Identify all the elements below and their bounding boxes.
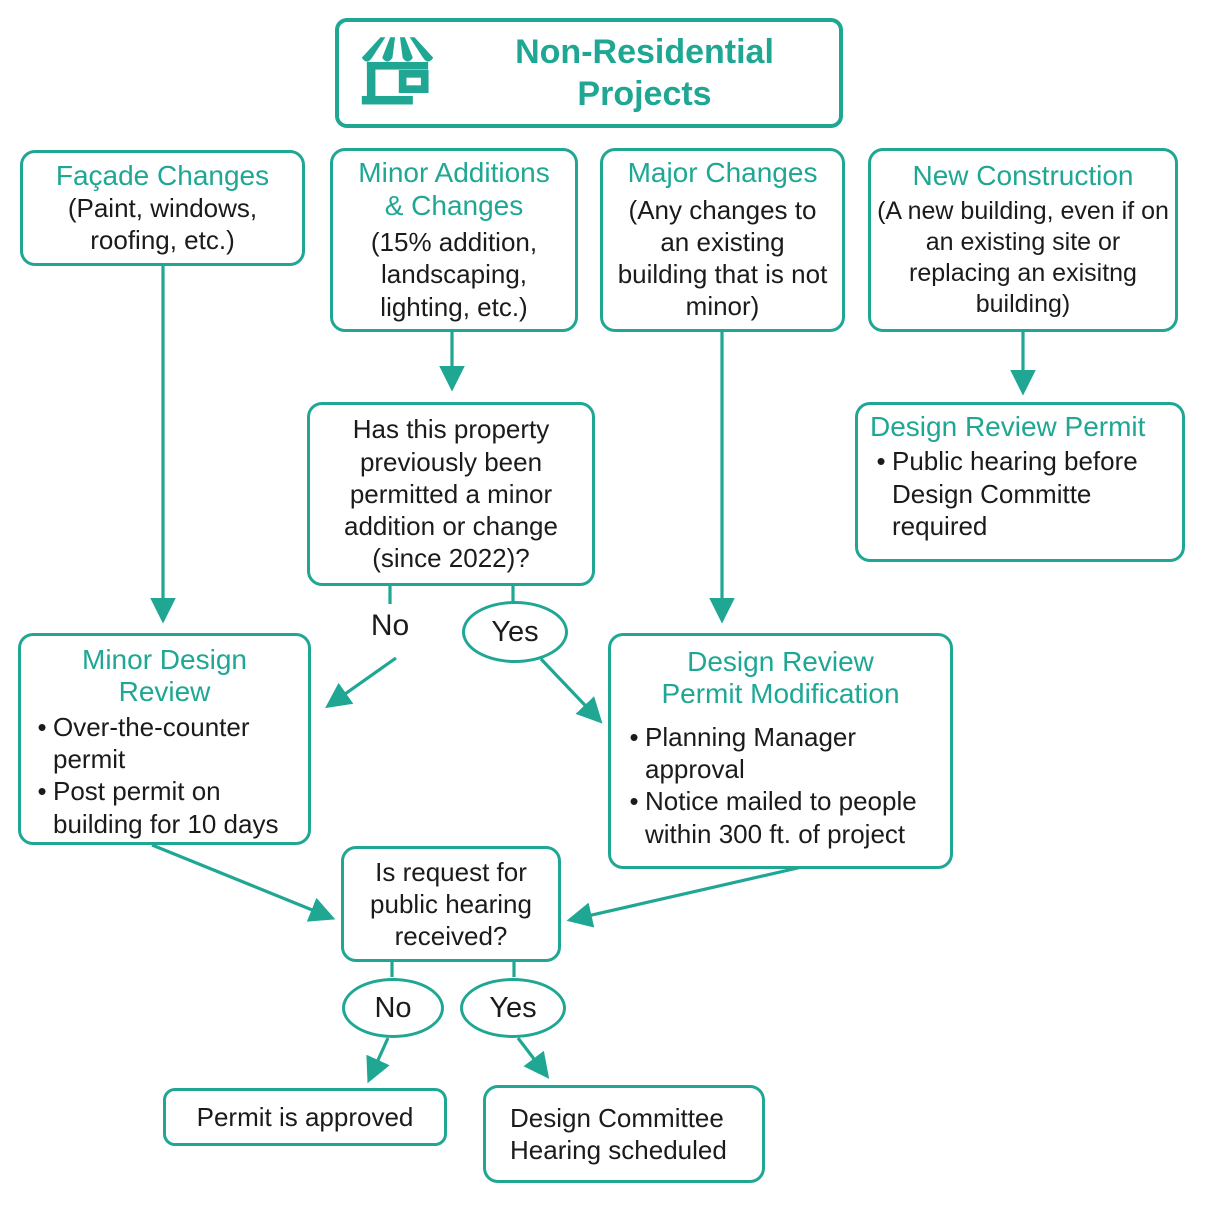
major-changes-body: (Any changes to an existing building tha…	[617, 194, 828, 322]
hearing-no-label: No	[374, 991, 412, 1024]
new-construction-body: (A new building, even if on an existing …	[877, 196, 1169, 318]
bullet-text: Post permit on building for 10 days	[53, 776, 279, 839]
design-review-permit-node: Design Review Permit • Public hearing be…	[855, 402, 1185, 562]
permit-modification-bullet: • Planning Manager approval	[623, 721, 938, 785]
arrow-no-to-minor-design-review	[325, 656, 397, 709]
minor-design-review-heading-line1: Minor Design	[82, 644, 247, 675]
arrow-no-to-permit-approved	[366, 1037, 390, 1084]
prior-permit-no-label: No	[370, 609, 410, 642]
bullet-dot: •	[37, 711, 47, 742]
minor-additions-heading-line2: & Changes	[384, 189, 524, 221]
bullet-dot: •	[37, 776, 47, 807]
bullet-text: Planning Manager approval	[645, 721, 857, 785]
new-construction-node: New Construction (A new building, even i…	[868, 148, 1178, 332]
bullet-text: Public hearing before Design Committe re…	[892, 446, 1138, 541]
permit-modification-heading-line1: Design Review	[687, 646, 874, 677]
major-changes-node: Major Changes (Any changes to an existin…	[600, 148, 845, 332]
bullet-dot: •	[629, 786, 639, 817]
permit-approved-text: Permit is approved	[196, 1101, 414, 1132]
design-review-permit-bullet: • Public hearing before Design Committe …	[870, 445, 1170, 542]
hearing-question-node: Is request for public hearing received?	[341, 846, 561, 962]
permit-modification-heading-line2: Permit Modification	[661, 678, 900, 710]
arrow-minor-design-review-to-hearing-question	[151, 843, 336, 922]
bullet-text: Notice mailed to people within 300 ft. o…	[645, 786, 917, 849]
arrow-yes-to-permit-modification	[539, 657, 603, 724]
committee-hearing-text: Design Committee Hearing scheduled	[510, 1102, 727, 1165]
major-changes-heading: Major Changes	[627, 157, 818, 189]
design-review-permit-heading: Design Review Permit	[870, 411, 1146, 442]
minor-design-review-node: Minor Design Review • Over-the-counter p…	[18, 633, 311, 845]
minor-additions-heading-line1: Minor Additions	[358, 157, 550, 189]
hearing-question-text: Is request for public hearing received?	[370, 856, 532, 952]
storefront-icon	[361, 37, 434, 105]
hearing-no-oval: No	[342, 978, 444, 1038]
prior-permit-yes-oval: Yes	[462, 601, 568, 663]
bullet-text: Over-the-counter permit	[53, 711, 250, 775]
minor-design-review-heading-line2: Review	[118, 676, 211, 708]
arrow-yes-to-committee-hearing	[516, 1037, 550, 1079]
bullet-dot: •	[876, 446, 886, 477]
facade-changes-node: Façade Changes (Paint, windows, roofing,…	[20, 150, 305, 266]
title-node: Non-Residential Projects	[335, 18, 843, 128]
facade-changes-heading: Façade Changes	[55, 159, 270, 191]
prior-permit-question-text: Has this property previously been permit…	[344, 414, 558, 574]
facade-changes-body: (Paint, windows, roofing, etc.)	[67, 193, 258, 256]
committee-hearing-node: Design Committee Hearing scheduled	[483, 1085, 765, 1183]
minor-additions-node: Minor Additions & Changes (15% addition,…	[330, 148, 578, 332]
hearing-yes-label: Yes	[489, 991, 537, 1024]
new-construction-heading: New Construction	[912, 160, 1134, 192]
bullet-dot: •	[629, 721, 639, 752]
permit-approved-node: Permit is approved	[163, 1088, 447, 1146]
page-title: Non-Residential Projects	[515, 32, 774, 113]
prior-permit-yes-label: Yes	[491, 615, 539, 648]
minor-design-review-bullet: • Post permit on building for 10 days	[31, 775, 298, 839]
minor-additions-body: (15% addition, landscaping, lighting, et…	[370, 227, 538, 322]
minor-design-review-bullet: • Over-the-counter permit	[31, 711, 298, 775]
hearing-yes-oval: Yes	[460, 978, 566, 1038]
permit-modification-bullet: • Notice mailed to people within 300 ft.…	[623, 785, 938, 849]
prior-permit-question-node: Has this property previously been permit…	[307, 402, 595, 586]
arrow-permit-modification-to-hearing-question	[566, 865, 803, 928]
permit-modification-node: Design Review Permit Modification • Plan…	[608, 633, 953, 869]
